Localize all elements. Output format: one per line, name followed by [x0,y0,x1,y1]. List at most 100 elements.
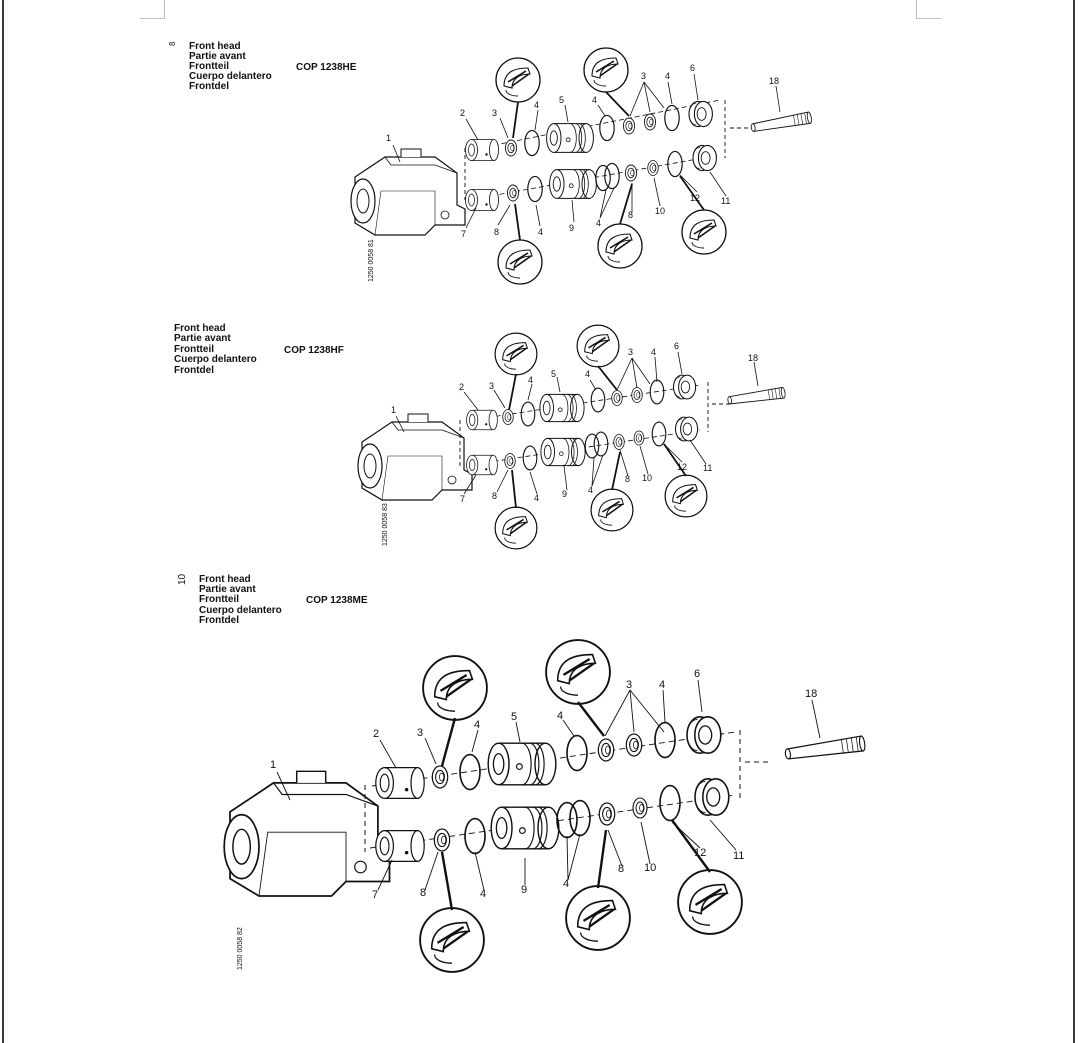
part-7 [375,829,425,863]
callout: 4 [588,485,593,495]
callout: 2 [460,108,465,118]
part-11 [692,144,717,172]
callout: 6 [694,668,700,680]
callout: 6 [690,63,695,73]
part-3b [622,117,636,135]
part-8b [613,434,625,450]
callout: 4 [534,100,539,110]
title-fr: Partie avant [199,584,256,595]
seal-detail-bubble [576,324,620,368]
title-fr: Partie avant [189,51,246,62]
part-11 [674,416,699,442]
title-en: Front head [189,41,241,52]
callout: 9 [562,489,567,499]
callout: 10 [644,862,656,874]
part-8 [504,453,516,469]
part-4c [654,721,676,759]
part-11 [694,778,730,816]
callout: 1 [391,405,396,415]
callout: 11 [733,850,744,862]
title-sv: Frontdel [174,365,214,376]
callout: 18 [748,353,758,363]
part-8 [433,828,451,852]
seal-detail-bubble [495,57,541,103]
seal-detail-bubble [676,868,744,936]
part-10 [633,430,645,446]
seal-detail-bubble [564,884,632,952]
title-es: Cuerpo delantero [199,605,282,616]
callout: 12 [694,847,706,859]
seal-detail-bubble [583,47,629,93]
part-3b [611,390,623,406]
part-4 [459,753,481,791]
callout: 10 [642,473,652,483]
part-3c [643,113,657,131]
callout: 7 [372,889,378,901]
callout: 11 [703,463,712,473]
seal-detail-bubble [544,638,612,706]
callout: 12 [677,462,687,472]
part-10 [647,160,659,176]
callout: 3 [492,108,497,118]
title-es: Cuerpo delantero [174,354,257,365]
part-4d [522,445,538,471]
part-7 [466,454,498,476]
callout: 4 [596,218,601,228]
callout: 4 [480,888,486,900]
part-1-housing [350,148,466,236]
model-label: COP 1238HF [284,345,344,356]
title-es: Cuerpo delantero [189,71,272,82]
part-12 [651,421,667,447]
seal-detail-bubble [421,654,489,722]
callout: 18 [769,76,779,86]
part-4c [664,104,680,132]
callout: 8 [618,863,624,875]
part-4 [520,401,536,427]
title-sv: Frontdel [189,81,229,92]
callout: 4 [563,878,569,890]
part-5 [539,393,585,423]
callout: 1 [386,133,391,143]
part-3c [631,387,643,403]
part-2 [465,139,499,161]
crop-mark-right [916,0,941,19]
part-8b [598,802,616,826]
callout: 8 [494,227,499,237]
callout: 7 [460,494,465,504]
part-2 [375,766,425,800]
title-sv: Frontdel [199,615,239,626]
callout: 4 [585,369,590,379]
callout: 4 [665,71,670,81]
part-18 [749,111,813,135]
part-3c [625,733,643,757]
title-en: Front head [199,574,251,585]
seal-detail-bubble [494,506,538,550]
seal-detail-bubble [597,223,643,269]
part-6 [672,374,697,400]
callout: 1 [270,759,276,771]
callout: 12 [690,193,700,203]
callout: 3 [628,347,633,357]
part-18 [783,735,867,763]
part-10 [632,797,648,819]
part-3b [597,738,615,762]
part-8 [506,184,520,202]
part-9 [549,169,597,199]
part-4f [604,162,620,190]
callout: 4 [659,679,665,691]
callout: 5 [551,369,556,379]
callout: 6 [674,341,679,351]
part-4b [566,734,588,772]
part-18 [726,386,787,407]
part-4d [527,175,543,203]
title-en: Front head [174,323,226,334]
model-label: COP 1238HE [296,62,357,73]
seal-detail-bubble [590,488,634,532]
seal-detail-bubble [681,209,727,255]
callout: 8 [492,491,497,501]
callout: 3 [641,71,646,81]
part-7 [465,189,499,211]
part-6 [686,716,722,754]
callout: 3 [489,381,494,391]
